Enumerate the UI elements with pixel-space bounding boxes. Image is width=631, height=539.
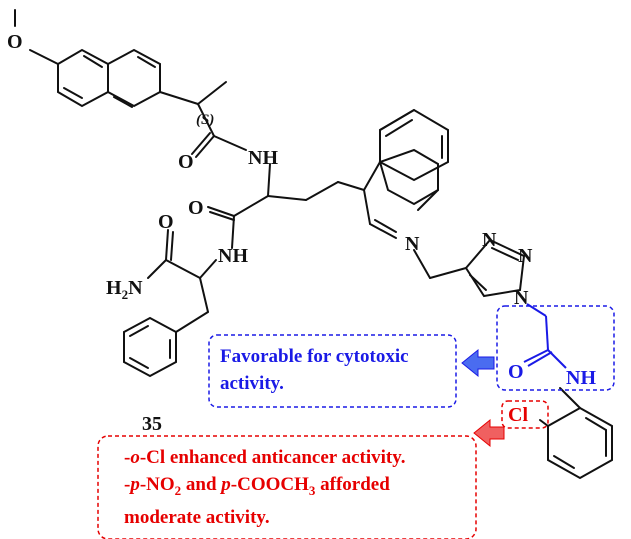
- atom-nh-amide2: NH: [218, 245, 248, 267]
- red-arrow-icon: [473, 418, 505, 448]
- atom-n-triazole-top: N: [482, 229, 497, 251]
- blue-bonds: [523, 303, 567, 369]
- atom-n-indole: N: [405, 233, 420, 255]
- blue-annotation: Favorable for cytotoxic activity.: [220, 343, 460, 397]
- atom-n-triazole-bottom: N: [514, 287, 529, 309]
- atom-h2n: H2N: [106, 277, 143, 302]
- red-annotation-line1: -o-Cl enhanced anticancer activity.: [124, 447, 406, 468]
- red-annotation-line2: -p-NO2 and p-COOCH3 afforded: [124, 474, 390, 498]
- atom-o-amide3: O: [158, 211, 174, 233]
- blue-highlight-box-structure: [496, 305, 615, 391]
- blue-annotation-line2: activity.: [220, 373, 284, 394]
- atom-cl: Cl: [508, 404, 528, 426]
- red-annotation-line3: moderate activity.: [124, 506, 270, 528]
- atom-nh-acetamide: NH: [566, 367, 596, 389]
- compound-number: 35: [142, 413, 162, 435]
- red-annotation: -o-Cl enhanced anticancer activity. -p-N…: [124, 444, 484, 531]
- atom-o-amide2: O: [188, 197, 204, 219]
- atom-nh-amide1: NH: [248, 147, 278, 169]
- atom-n-triazole-right: N: [518, 245, 533, 267]
- atom-o-methoxy: O: [7, 31, 23, 53]
- black-bonds: [14, 9, 613, 480]
- blue-highlight-box-text: [208, 334, 457, 408]
- blue-annotation-line1: Favorable for cytotoxic: [220, 346, 409, 367]
- atom-o-acetamide: O: [508, 361, 524, 383]
- red-highlight-box-text: [97, 435, 477, 539]
- stereo-label: (S): [196, 112, 214, 128]
- blue-arrow-icon: [461, 348, 495, 378]
- atom-o-amide1: O: [178, 151, 194, 173]
- red-highlight-box-cl: [501, 400, 549, 429]
